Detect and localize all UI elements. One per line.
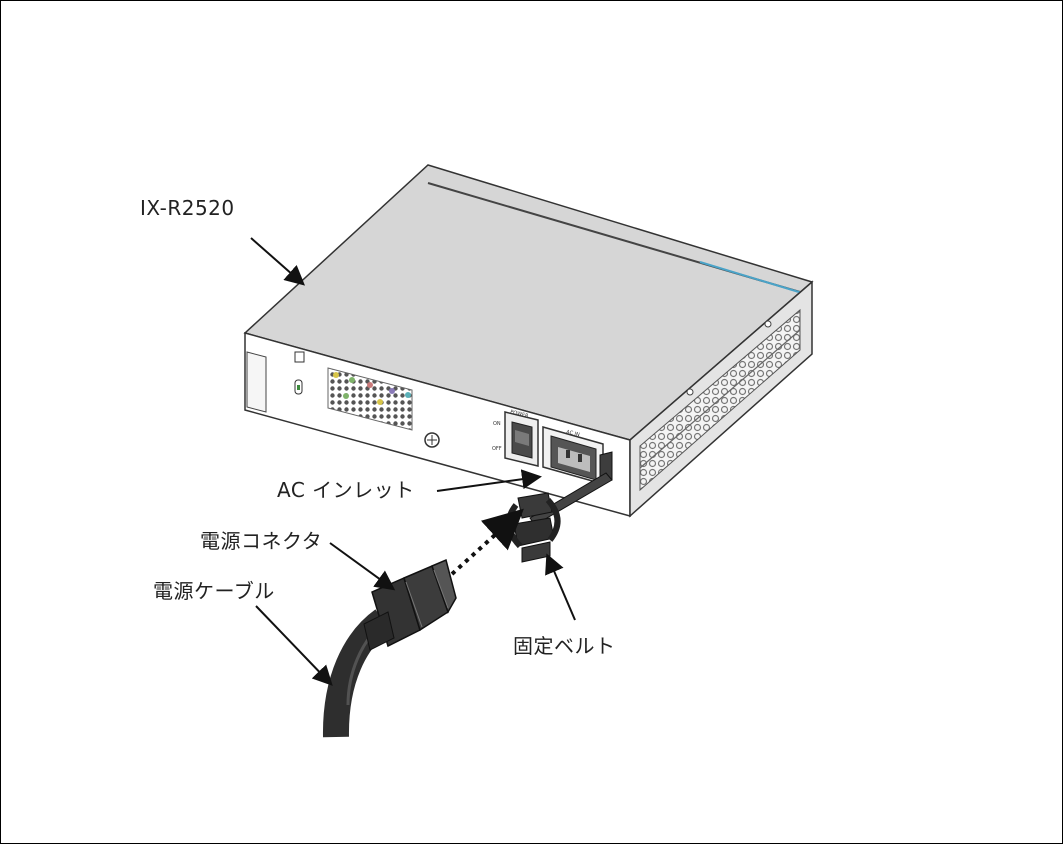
port-icon xyxy=(294,351,305,363)
power-connector-label: 電源コネクタ xyxy=(200,529,323,553)
accent-stripe xyxy=(699,261,813,297)
power-switch-label: POWER xyxy=(510,409,530,419)
power-connector xyxy=(363,558,457,651)
ac-inlet-arrow xyxy=(436,469,542,492)
fixing-belt xyxy=(506,451,613,563)
side-vents xyxy=(639,308,801,492)
model-label: IX-R2520 xyxy=(140,196,235,220)
cable-arrow xyxy=(255,605,333,686)
power-switch xyxy=(504,411,539,467)
ac-in-label: AC IN xyxy=(566,429,581,438)
ac-inlet xyxy=(542,426,604,485)
ac-inlet-label: AC インレット xyxy=(277,478,415,502)
connector-arrow xyxy=(329,542,396,591)
switch-off-label: OFF xyxy=(492,446,502,452)
fixing-belt-label: 固定ベルト xyxy=(513,634,616,658)
panel-recess xyxy=(246,351,267,413)
switch-on-label: ON xyxy=(493,421,501,427)
model-arrow xyxy=(250,237,305,286)
belt-arrow xyxy=(545,553,576,621)
insertion-path xyxy=(450,508,524,576)
rear-vent-grille xyxy=(327,367,413,431)
power-cable-label: 電源ケーブル xyxy=(153,579,275,603)
